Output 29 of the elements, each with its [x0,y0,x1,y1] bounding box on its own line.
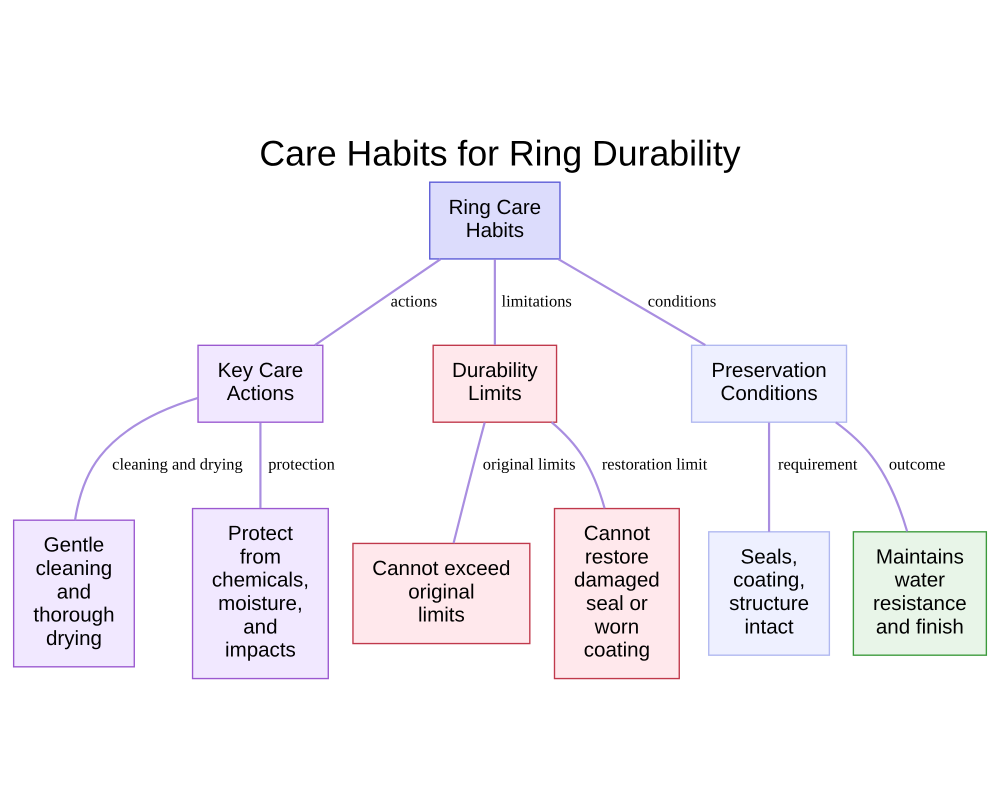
node-box: Preservation Conditions [690,344,848,423]
connector [768,422,770,532]
node-box: Durability Limits [432,344,558,423]
edge-label: restoration limit [602,454,708,474]
connector [452,422,486,544]
node-box: Cannot exceed original limits [352,542,530,644]
edge-label: cleaning and drying [112,454,243,474]
node-box: Protect from chemicals, moisture, and impacts [192,508,329,680]
node-box: Gentle cleaning and thorough drying [12,519,135,668]
connector [550,421,606,509]
edge-label: protection [268,454,335,474]
node-box: Ring Care Habits [429,182,561,260]
node-box: Cannot restore damaged seal or worn coating [554,508,680,680]
edge-label: conditions [648,291,716,310]
edge-label: requirement [778,454,858,474]
connector [74,396,198,520]
node-box: Maintains water resistance and finish [852,531,988,656]
connector [494,259,496,345]
edge-label: actions [390,291,438,310]
connector [835,421,908,532]
node-box: Key Care Actions [197,344,324,423]
connector [558,258,706,346]
edge-label: limitations [502,291,572,310]
diagram-title: Care Habits for Ring Durability [259,133,741,174]
edge-label: original limits [482,454,576,474]
connector [314,258,442,346]
node-box: Seals, coating, structure intact [708,531,830,656]
edge-label: outcome [888,454,946,474]
connector [259,422,262,508]
